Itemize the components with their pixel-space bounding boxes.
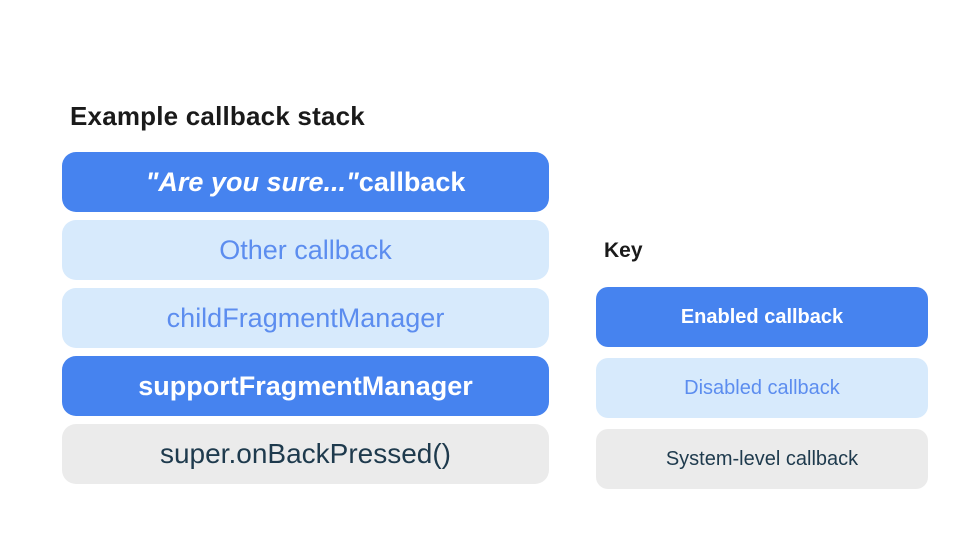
stack-box-label-quoted: "Are you sure..." <box>145 166 359 197</box>
callback-stack: "Are you sure..." callback Other callbac… <box>62 152 549 484</box>
key-legend: Enabled callback Disabled callback Syste… <box>596 287 928 489</box>
key-item-enabled-callback: Enabled callback <box>596 287 928 347</box>
stack-box-support-fragment-manager: supportFragmentManager <box>62 356 549 416</box>
stack-box-super-onbackpressed: super.onBackPressed() <box>62 424 549 484</box>
diagram-title: Example callback stack <box>70 101 365 131</box>
stack-box-label-rest: callback <box>358 166 466 197</box>
key-title: Key <box>604 239 643 262</box>
stack-box-other-callback: Other callback <box>62 220 549 280</box>
key-item-disabled-callback: Disabled callback <box>596 358 928 418</box>
key-item-system-level-callback: System-level callback <box>596 429 928 489</box>
stack-box-child-fragment-manager: childFragmentManager <box>62 288 549 348</box>
stack-box-are-you-sure-callback: "Are you sure..." callback <box>62 152 549 212</box>
